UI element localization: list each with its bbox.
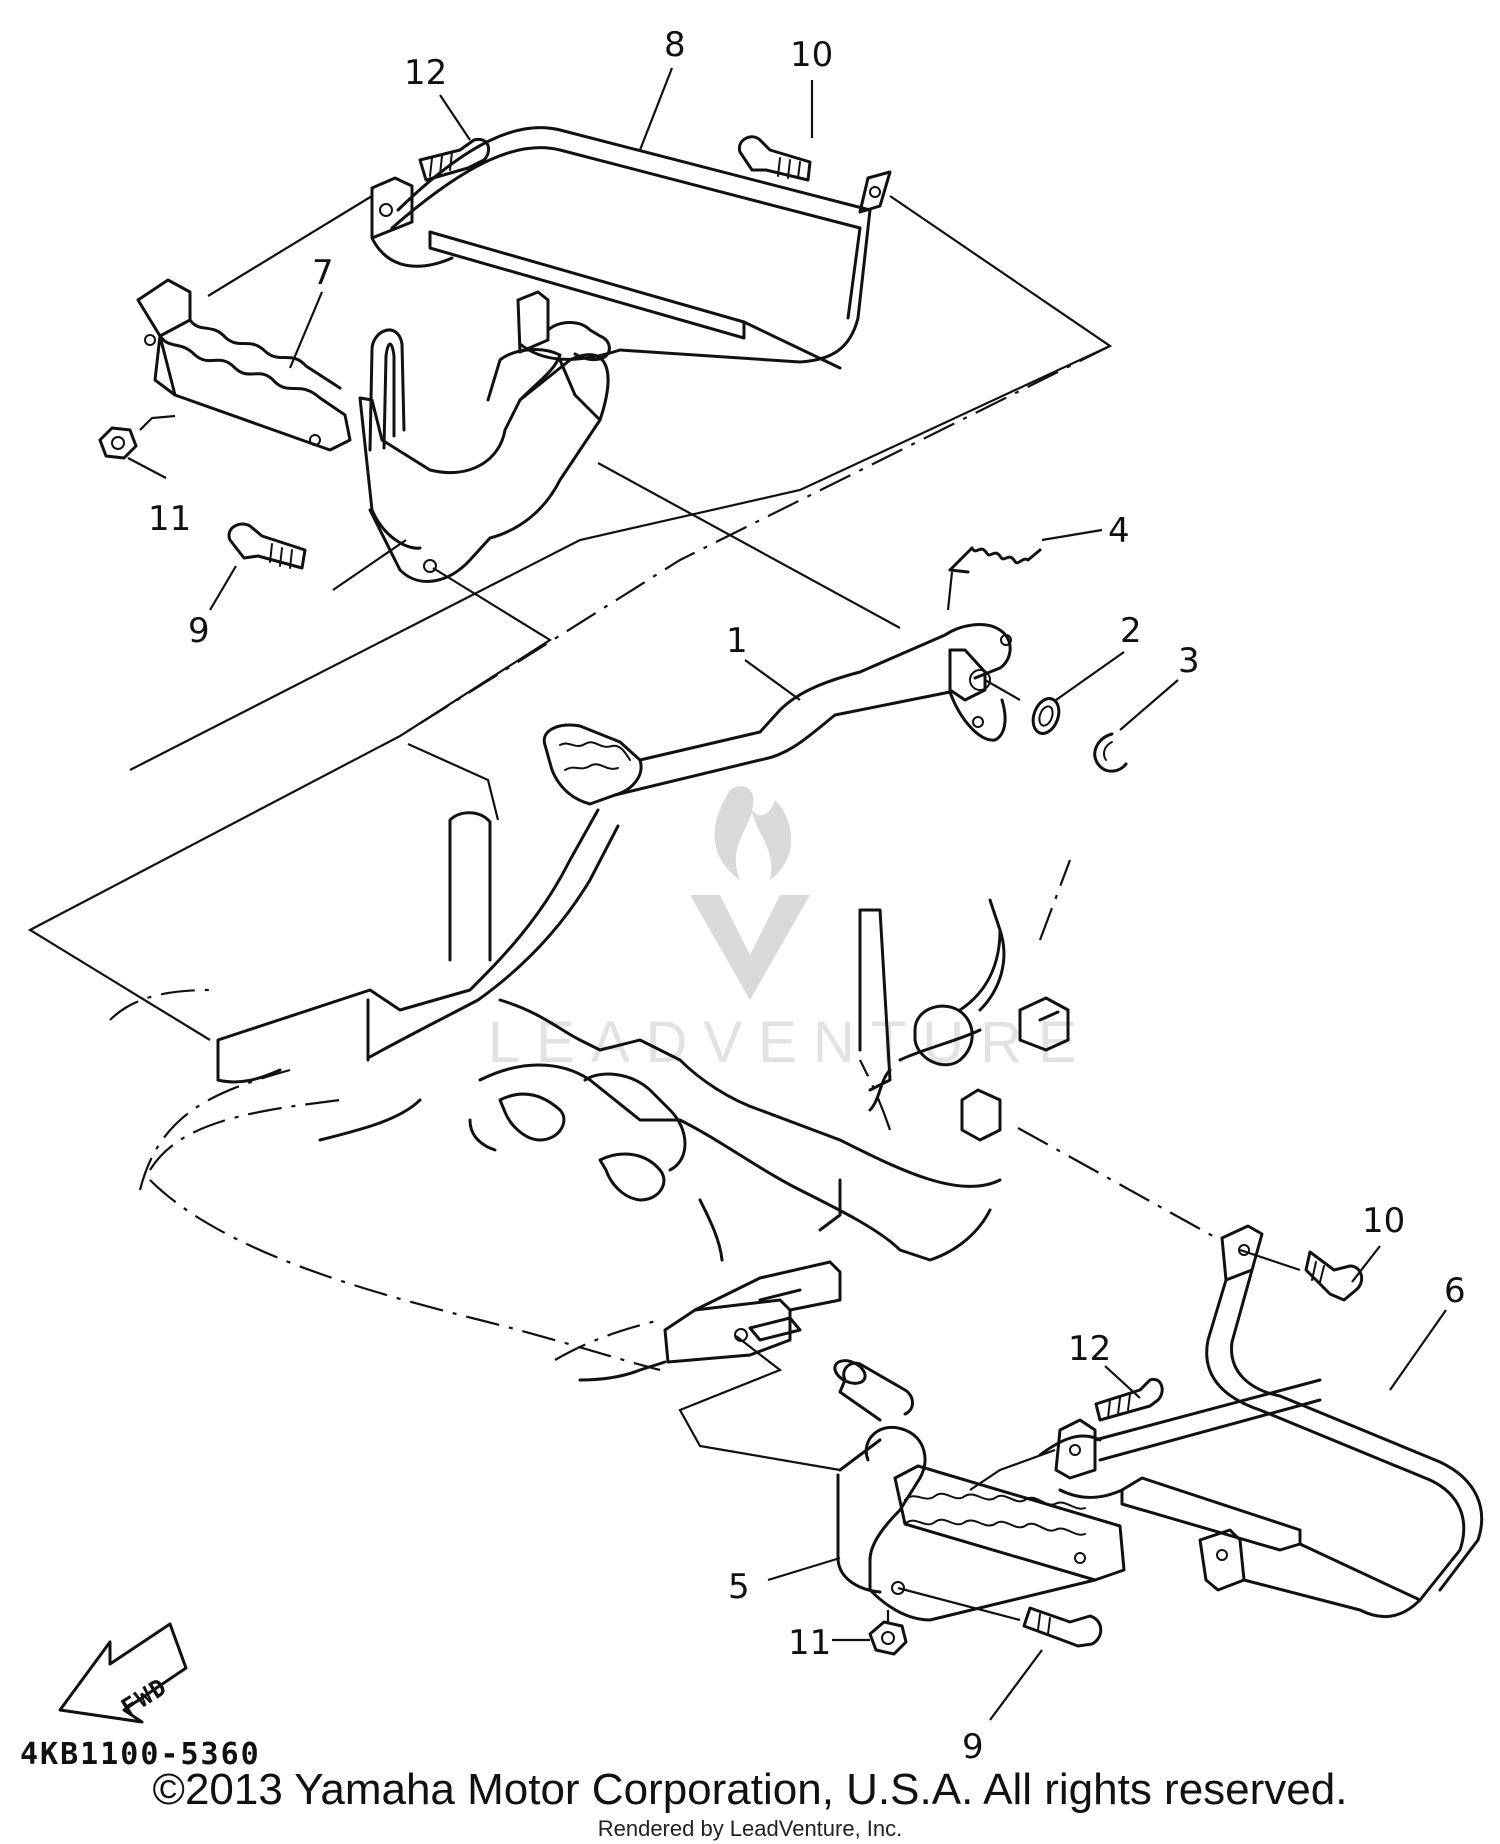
bolt-left (227, 522, 307, 570)
bolt-top-right (737, 135, 812, 182)
drawing-code: 4KB1100-5360 (20, 1737, 261, 1772)
washer (1031, 697, 1061, 735)
nut-left (98, 426, 138, 460)
return-spring (948, 546, 1042, 574)
bolt-right (1304, 1250, 1364, 1302)
part-labels: 12 8 10 7 11 9 4 2 3 1 10 6 12 5 11 9 (148, 25, 1466, 1767)
footrest-bracket-lower (1038, 1224, 1484, 1619)
part-label-4: 4 (1108, 511, 1130, 551)
exploded-view-lines (27, 195, 1301, 1624)
part-label-2: 2 (1120, 611, 1142, 651)
circlip (1093, 732, 1128, 773)
part-label-9-bottom: 9 (962, 1727, 984, 1767)
part-label-11-bottom: 11 (788, 1623, 831, 1663)
nut-right (868, 1620, 908, 1656)
bolt-mid-right (1094, 1377, 1164, 1422)
leadventure-watermark: LEADVENTURE (488, 786, 1093, 1075)
rendered-by-credit: Rendered by LeadVenture, Inc. (597, 1816, 903, 1841)
watermark-text: LEADVENTURE (488, 1010, 1093, 1075)
brake-pedal (542, 623, 1012, 806)
part-label-6: 6 (1444, 1271, 1466, 1311)
part-label-10-top: 10 (790, 35, 833, 75)
part-label-1: 1 (726, 621, 748, 661)
footrest-right (833, 1359, 1126, 1622)
part-label-12-top: 12 (404, 53, 447, 93)
part-label-9-left: 9 (188, 611, 210, 651)
bolt-bottom-right (1022, 1606, 1103, 1648)
callout-leaders (127, 67, 1447, 1721)
part-label-12-bottom: 12 (1068, 1329, 1111, 1369)
part-label-5: 5 (728, 1567, 750, 1607)
part-label-8: 8 (664, 25, 686, 65)
fwd-label: FWD (116, 1672, 173, 1722)
part-label-11-left: 11 (148, 499, 191, 539)
bolt-top-left (418, 137, 491, 182)
copyright-notice: ©2013 Yamaha Motor Corporation, U.S.A. A… (152, 1765, 1348, 1814)
fwd-arrow: FWD (58, 1622, 188, 1724)
part-label-10-bottom: 10 (1362, 1201, 1405, 1241)
footrest-left (136, 278, 611, 583)
frame (109, 808, 1072, 1382)
part-label-7: 7 (312, 253, 334, 293)
part-label-3: 3 (1178, 641, 1200, 681)
